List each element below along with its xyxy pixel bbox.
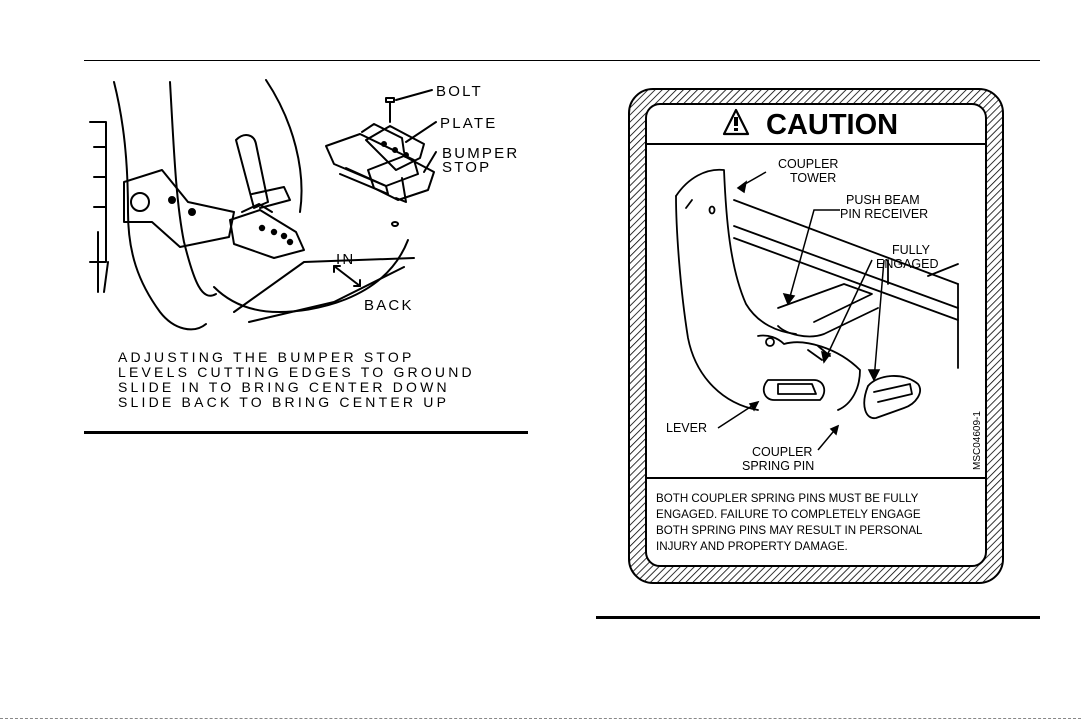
pin-receiver-label: PIN RECEIVER xyxy=(840,207,928,221)
caption-line: SLIDE IN TO BRING CENTER DOWN xyxy=(118,379,450,395)
coupler-spring-label: COUPLER xyxy=(752,445,812,459)
top-rule xyxy=(84,60,1040,61)
section-rule-left xyxy=(84,431,528,434)
back-label: BACK xyxy=(364,297,414,314)
caption-line: SLIDE BACK TO BRING CENTER UP xyxy=(118,394,450,410)
part-number: MSC04609-1 xyxy=(972,411,983,470)
page-bottom-edge xyxy=(0,718,1081,719)
caution-header: CAUTION xyxy=(766,109,898,141)
warning-triangle-icon xyxy=(722,108,750,136)
tower-label: TOWER xyxy=(790,171,836,185)
caption-line: ADJUSTING THE BUMPER STOP xyxy=(118,349,415,365)
engaged-label: ENGAGED xyxy=(876,257,939,271)
warning-line: INJURY AND PROPERTY DAMAGE. xyxy=(656,540,848,553)
bolt-label: BOLT xyxy=(436,83,483,100)
caption-line: LEVELS CUTTING EDGES TO GROUND xyxy=(118,364,475,380)
spring-pin-label: SPRING PIN xyxy=(742,459,814,473)
warning-line: BOTH SPRING PINS MAY RESULT IN PERSONAL xyxy=(656,524,923,537)
coupler-label: COUPLER xyxy=(778,157,838,171)
fully-label: FULLY xyxy=(892,243,931,257)
warning-line: BOTH COUPLER SPRING PINS MUST BE FULLY xyxy=(656,492,919,505)
bumper-stop-illustration: BOLT PLATE BUMPER STOP IN BACK xyxy=(89,79,519,331)
in-label: IN xyxy=(336,251,355,268)
caution-label: CAUTION COUPLER TOWER PUSH xyxy=(628,88,1004,584)
bumper-label: BUMPER xyxy=(442,145,519,162)
push-beam-label: PUSH BEAM xyxy=(846,193,920,207)
bumper-stop-caption: ADJUSTING THE BUMPER STOP LEVELS CUTTING… xyxy=(118,350,528,410)
plate-label: PLATE xyxy=(440,115,497,132)
warning-line: ENGAGED. FAILURE TO COMPLETELY ENGAGE xyxy=(656,508,921,521)
lever-label: LEVER xyxy=(666,421,707,435)
section-rule-right xyxy=(596,616,1040,619)
stop-label: STOP xyxy=(442,159,491,176)
